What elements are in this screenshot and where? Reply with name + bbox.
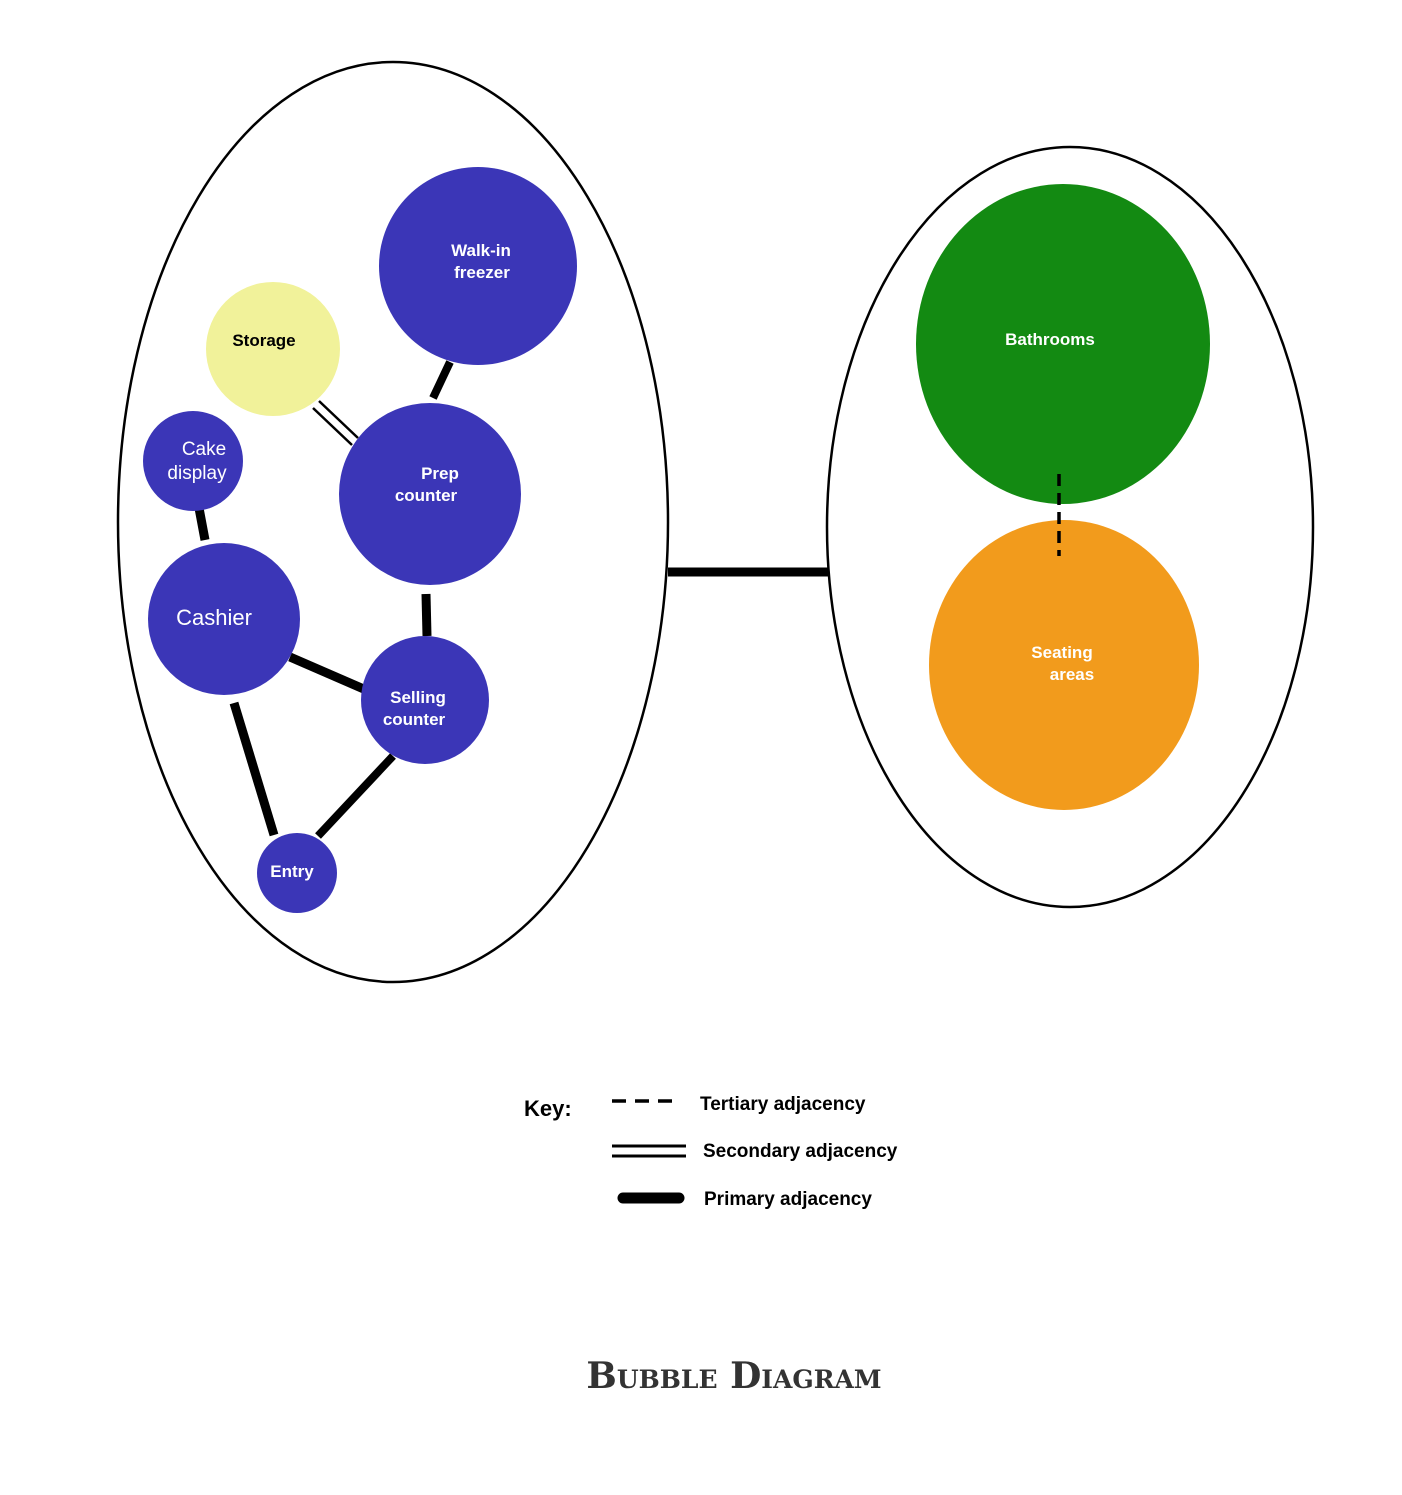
- bubble-label-line: Cake: [182, 439, 226, 460]
- legend-item-primary: Primary adjacency: [617, 1189, 872, 1210]
- bubble-label-line: freezer: [454, 263, 510, 282]
- connector-freezer-prep-primary: [429, 360, 454, 400]
- bubble-label-line: Prep: [421, 464, 459, 483]
- bubble-selling-counter: Selling counter: [361, 636, 489, 764]
- bubble-label-line: Entry: [270, 862, 314, 881]
- legend: Key: Tertiary adjacency Secondary adjace…: [524, 1094, 898, 1210]
- legend-label-tertiary: Tertiary adjacency: [700, 1094, 866, 1115]
- bubble-prep-counter: Prep counter: [339, 403, 521, 585]
- diagram-title: Bubble Diagram: [586, 1355, 881, 1397]
- bubble-label-line: Storage: [232, 331, 295, 350]
- connector-cake-cashier-primary: [194, 507, 210, 541]
- bubble-cashier: Cashier: [148, 543, 300, 695]
- legend-title: Key:: [524, 1096, 572, 1121]
- bubble-label-line: counter: [383, 710, 446, 729]
- bubble-label-line: areas: [1050, 665, 1094, 684]
- bubble-label-line: Walk-in: [451, 241, 511, 260]
- legend-item-secondary: Secondary adjacency: [612, 1141, 898, 1162]
- bubble-label-line: Cashier: [176, 605, 252, 630]
- bubble-label-line: Selling: [390, 688, 446, 707]
- connector-selling-entry-primary: [315, 753, 396, 839]
- public-zone-ellipse: [825, 145, 1315, 909]
- bubble-label-line: display: [167, 463, 227, 484]
- connector-storage-prep-secondary: [312, 400, 359, 446]
- connector-cashier-entry-primary: [229, 701, 279, 837]
- bubble-label-line: Seating: [1031, 643, 1092, 662]
- bubble-label-line: counter: [395, 486, 458, 505]
- bubble-seating-areas: Seating areas: [929, 520, 1199, 810]
- legend-item-tertiary: Tertiary adjacency: [612, 1094, 866, 1115]
- bubble-entry: Entry: [257, 833, 337, 913]
- connectors: [194, 360, 828, 839]
- bubble-label-line: Bathrooms: [1005, 330, 1095, 349]
- bubble-cake-display: Cake display: [143, 411, 243, 511]
- service-zone-ellipse: [116, 60, 670, 984]
- connector-cashier-selling-primary: [288, 652, 368, 695]
- connector-prep-selling-primary: [421, 593, 432, 637]
- bubble-bathrooms: Bathrooms: [916, 184, 1210, 504]
- legend-label-secondary: Secondary adjacency: [703, 1141, 898, 1162]
- bubble-storage: Storage: [206, 282, 340, 416]
- bubble-walk-in-freezer: Walk-in freezer: [379, 167, 577, 365]
- legend-label-primary: Primary adjacency: [704, 1189, 872, 1210]
